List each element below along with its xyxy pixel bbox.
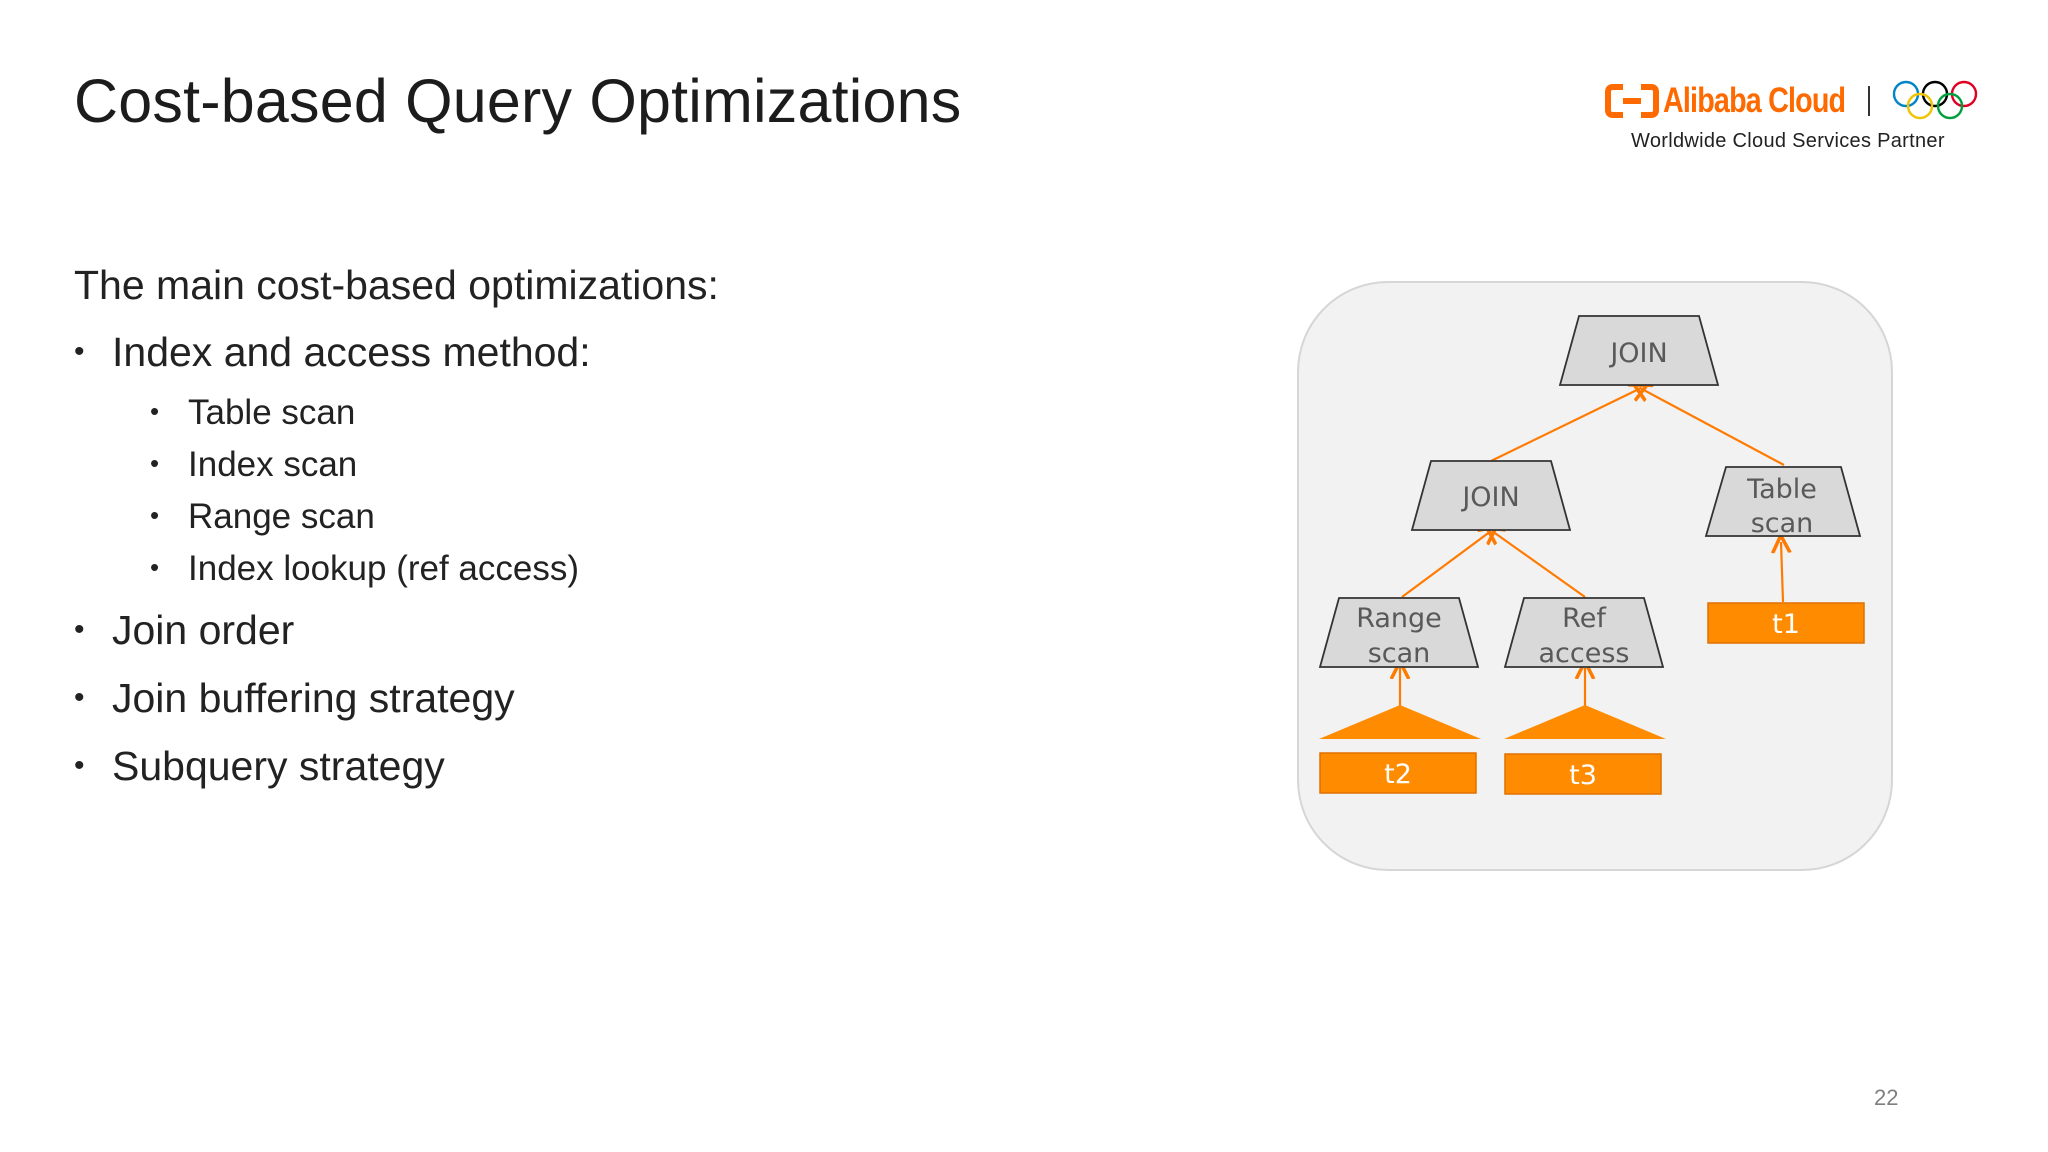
node-join-mid-label: JOIN xyxy=(1460,482,1519,513)
alibaba-cloud-icon xyxy=(1605,84,1659,118)
bullet-label: Join order xyxy=(112,607,295,653)
sub-bullet-item: • Index scan xyxy=(150,445,719,485)
leaf-table-t2 xyxy=(1319,752,1477,794)
bullet-dot: • xyxy=(150,552,160,582)
edge-t1-to-table-scan xyxy=(1781,542,1783,603)
index-triangle-t3 xyxy=(1504,705,1666,739)
bullet-dot: • xyxy=(74,613,85,646)
node-table-scan-label-line2: scan xyxy=(1751,508,1814,539)
leaf-table-t1 xyxy=(1707,602,1865,644)
edge-join-mid-to-join-top xyxy=(1490,388,1641,462)
bullet-dot: • xyxy=(74,749,85,782)
index-triangle-t2 xyxy=(1319,705,1481,739)
diagram-panel xyxy=(1297,281,1893,871)
bullet-item: • Subquery strategy xyxy=(74,743,719,790)
sub-bullet-label: Table scan xyxy=(188,393,356,432)
logo-tagline: Worldwide Cloud Services Partner xyxy=(1631,130,1945,152)
node-range-scan-label-line1: Range xyxy=(1356,603,1442,634)
logo-brand-text: Alibaba Cloud xyxy=(1663,81,1846,120)
node-table-scan-label-line1: Table xyxy=(1746,474,1817,505)
edge-range-scan-to-join-mid xyxy=(1401,531,1491,598)
node-join-top-label: JOIN xyxy=(1608,338,1667,369)
bullet-item: • Index and access method: xyxy=(74,329,719,376)
slide-title: Cost-based Query Optimizations xyxy=(74,67,962,135)
node-table-scan xyxy=(1704,466,1862,537)
page-number: 22 xyxy=(1874,1085,1899,1110)
sub-bullet-item: • Index lookup (ref access) xyxy=(150,549,719,589)
bullet-item: • Join order xyxy=(74,607,719,654)
bullet-dot: • xyxy=(150,500,160,530)
bullet-label: Join buffering strategy xyxy=(112,675,515,721)
node-range-scan-label-line2: scan xyxy=(1368,638,1431,669)
bullet-dot: • xyxy=(74,335,85,368)
bullet-dot: • xyxy=(74,681,85,714)
bullet-dot: • xyxy=(150,396,160,426)
node-ref-access-label-line2: access xyxy=(1539,638,1630,669)
node-ref-access xyxy=(1503,597,1665,668)
sub-bullet-item: • Table scan xyxy=(150,393,719,433)
sub-bullet-label: Index lookup (ref access) xyxy=(188,549,580,588)
edge-ref-access-to-join-mid xyxy=(1492,531,1586,598)
bullet-label: Subquery strategy xyxy=(112,743,445,789)
bullet-label: Index and access method: xyxy=(112,329,591,375)
logo-divider xyxy=(1868,86,1870,116)
node-ref-access-label-line1: Ref xyxy=(1562,603,1607,634)
node-join-mid xyxy=(1410,460,1572,531)
slide-content: The main cost-based optimizations: • Ind… xyxy=(74,262,719,811)
edge-table-scan-to-join-top xyxy=(1640,388,1785,466)
sub-bullet-item: • Range scan xyxy=(150,497,719,537)
bullet-dot: • xyxy=(150,448,160,478)
sub-bullet-list: • Table scan • Index scan • Range scan •… xyxy=(150,393,719,589)
node-range-scan xyxy=(1318,597,1480,668)
leaf-table-t3 xyxy=(1504,753,1662,795)
query-plan-svg: JOIN JOIN Table scan Range scan Ref acce… xyxy=(1297,281,1893,871)
olympic-rings-icon xyxy=(1892,80,1978,120)
alibaba-cloud-logo: Alibaba Cloud Worldwide Cloud Services P… xyxy=(1605,78,1985,158)
leaf-table-t1-label: t1 xyxy=(1772,609,1800,640)
leaf-table-t3-label: t3 xyxy=(1569,760,1597,791)
intro-text: The main cost-based optimizations: xyxy=(74,262,719,308)
sub-bullet-label: Range scan xyxy=(188,497,375,536)
sub-bullet-label: Index scan xyxy=(188,445,358,484)
bullet-list: • Index and access method: • Table scan … xyxy=(74,329,719,790)
leaf-table-t2-label: t2 xyxy=(1384,759,1412,790)
query-plan-diagram: JOIN JOIN Table scan Range scan Ref acce… xyxy=(1296,280,1896,874)
bullet-item: • Join buffering strategy xyxy=(74,675,719,722)
node-join-top xyxy=(1558,315,1720,386)
